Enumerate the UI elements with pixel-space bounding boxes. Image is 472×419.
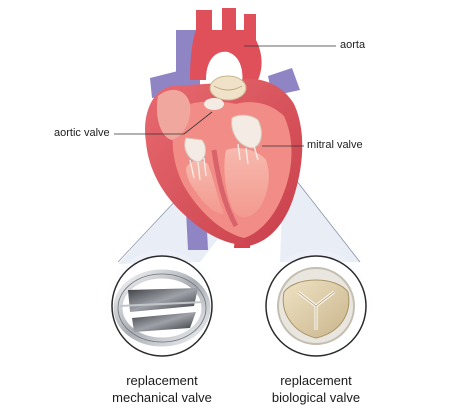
- biological-valve-illustration: [260, 250, 372, 362]
- valve-leaflets-right: [184, 137, 207, 181]
- mechanical-valve-caption: replacement mechanical valve: [92, 372, 232, 406]
- projection-line: [117, 197, 179, 263]
- projection-line: [295, 179, 361, 263]
- septum: [211, 149, 239, 228]
- aortic-valve: [209, 75, 247, 101]
- aortic-valve-label: aortic valve: [54, 127, 110, 139]
- biological-caption-line2: biological valve: [271, 390, 361, 405]
- aorta: [190, 8, 262, 84]
- right-ventricle-cavity: [186, 160, 224, 214]
- mitral-valve: [231, 114, 262, 165]
- right-atrium: [156, 89, 191, 140]
- aorta-label: aorta: [340, 39, 366, 51]
- biological-valve-caption: replacement biological valve: [246, 372, 386, 406]
- biological-caption-line1: replacement: [280, 373, 352, 388]
- mechanical-valve-illustration: [106, 250, 218, 362]
- left-ventricle-cavity: [224, 148, 269, 218]
- mitral-valve-label: mitral valve: [307, 139, 363, 151]
- mechanical-caption-line2: mechanical valve: [112, 390, 212, 405]
- mechanical-caption-line1: replacement: [126, 373, 198, 388]
- aortic-valve-leader: [183, 111, 213, 135]
- projection-cone-right: [280, 180, 360, 262]
- pulmonary-valve: [204, 98, 224, 110]
